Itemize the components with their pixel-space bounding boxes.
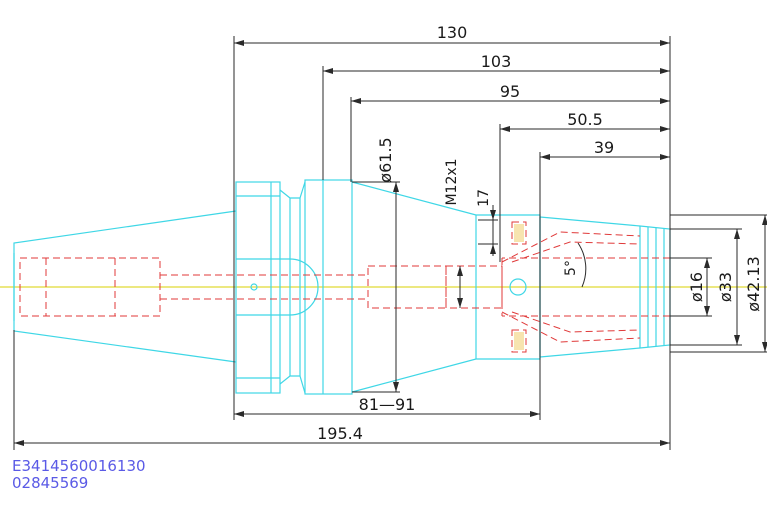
dim-diameter-61-5: ø61.5: [376, 137, 395, 182]
dim-103: 103: [481, 52, 512, 71]
dim-195-4: 195.4: [317, 424, 363, 443]
dim-angle-5: 5°: [563, 260, 579, 276]
arrowheads: [14, 40, 767, 446]
dim-diameter-42-13: ø42.13: [744, 256, 763, 312]
dimension-lines: [13, 36, 767, 450]
dim-39: 39: [594, 138, 614, 157]
dim-81-91: 81—91: [359, 395, 416, 414]
order-number: 02845569: [12, 474, 89, 492]
dim-thread-m12x1: M12x1: [444, 158, 460, 205]
dim-17: 17: [476, 189, 492, 207]
dim-50-5: 50.5: [567, 110, 603, 129]
dim-diameter-16: ø16: [687, 272, 706, 302]
part-codes: E3414560016130 02845569: [12, 458, 146, 492]
dim-diameter-33: ø33: [716, 272, 735, 302]
hidden-lines: [19, 221, 670, 353]
part-number: E3414560016130: [12, 457, 146, 475]
screw-fill: [514, 224, 524, 350]
dim-130: 130: [437, 23, 468, 42]
dim-95: 95: [500, 82, 520, 101]
